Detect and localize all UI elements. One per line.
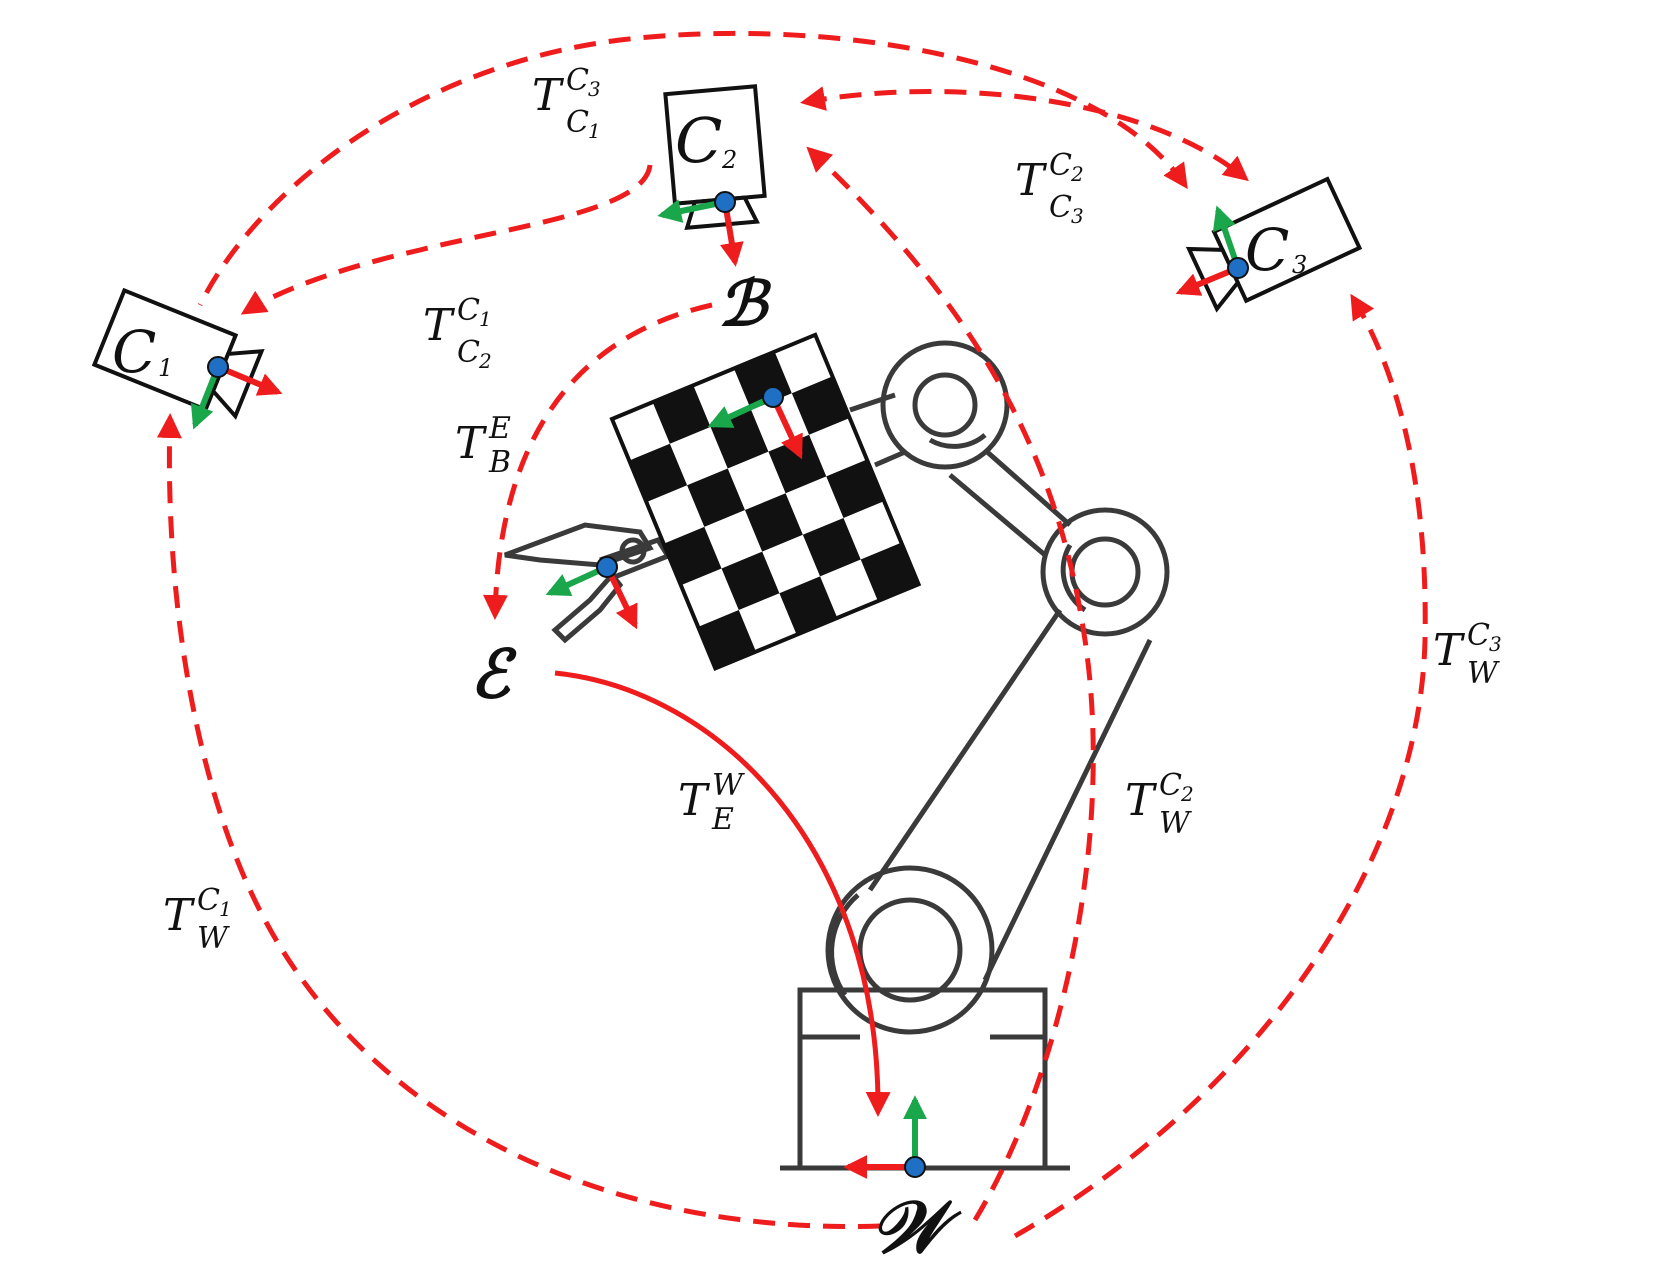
transform-sub: W [1467,656,1500,691]
arrow-w-to-c3 [1013,293,1428,1239]
transform-sub: B [488,445,511,480]
transform-sup-sub: 2 [1180,782,1194,806]
transform-sub-sub: 2 [478,349,492,373]
transform-sub-sub: 1 [588,119,601,143]
transform-label-b-e: T E B [455,411,511,480]
transform-base: T [1015,155,1048,206]
transform-label-c2-c1: T C 1 C 2 [423,293,492,373]
arrow-e-to-w [554,670,891,1117]
frame-label-board: ℬ [718,267,772,340]
transform-sup: C [1159,768,1182,803]
transform-base: T [1433,625,1466,676]
camera-c1: C 1 [91,287,265,420]
transform-sub-sub: 3 [1071,204,1084,228]
camera-c1-subscript: 1 [158,354,173,382]
transform-label-w-c3: T C 3 W [1433,618,1502,691]
robot-joint-wrist [880,340,1010,470]
frame-axes-c1 [190,356,283,430]
transform-sup-sub: 1 [479,307,492,331]
transform-sub: C [1049,190,1072,225]
transform-sup: C [457,293,480,328]
camera-c1-label: C [112,318,156,386]
camera-c3: C 3 [1185,176,1363,313]
coordinate-frames [190,191,1249,1179]
frame-axes-effector [545,556,638,630]
transform-label-c1-c3: T C 3 C 1 [532,63,601,143]
transform-sup: C [197,883,220,918]
arrow-b-to-e [483,302,713,620]
frame-label-world: 𝒲 [870,1184,962,1269]
camera-c2-subscript: 2 [721,146,737,174]
transform-sup-sub: 1 [219,897,232,921]
transform-base: T [423,300,456,351]
camera-c2: C 2 [663,84,767,230]
transform-base: T [678,775,711,826]
transform-arrows [156,30,1428,1239]
frame-axes-c3 [1175,205,1249,296]
transform-sup: C [1467,618,1490,653]
transform-label-w-c1: T C 1 W [163,883,232,956]
transform-sup-sub: 3 [588,77,601,101]
transform-sup: W [712,768,745,803]
frame-axes-c2 [657,191,744,267]
transform-label-c3-c2: T C 2 C 3 [1015,148,1084,228]
robot-upper-link [849,392,1072,557]
transform-base: T [1125,775,1158,826]
transform-sup: E [488,411,511,446]
transform-sup: C [1049,148,1072,183]
frame-label-effector: ℰ [470,635,517,713]
transform-base: T [532,70,565,121]
transform-base: T [455,418,488,469]
transform-label-w-c2: T C 2 W [1125,768,1194,841]
transform-sub: E [711,802,734,837]
arrow-w-to-c1 [156,413,881,1230]
transform-sup-sub: 2 [1070,162,1084,186]
transform-label-e-w: T W E [678,768,745,837]
transform-sub: W [1159,806,1192,841]
camera-c2-label: C [675,104,722,177]
frame-axes-board [707,386,803,460]
transform-sup: C [566,63,589,98]
robot-base [780,987,1070,1171]
robot-lower-link [867,608,1153,982]
transform-sub: W [197,921,230,956]
arrow-c2-c3 [800,86,1249,182]
transform-sup-sub: 3 [1489,632,1502,656]
arrow-c2-to-c1 [240,164,653,315]
transform-sub: C [457,335,480,370]
transform-base: T [163,890,196,941]
checkerboard [609,332,922,672]
transform-sub: C [566,105,589,140]
frame-axes-world [843,1095,927,1179]
arrow-w-to-c2 [806,146,1096,1222]
robot-joint-base [825,865,995,1035]
robot-gripper [504,522,672,644]
camera-c3-label: C [1245,216,1289,284]
camera-c3-subscript: 3 [1292,251,1307,279]
